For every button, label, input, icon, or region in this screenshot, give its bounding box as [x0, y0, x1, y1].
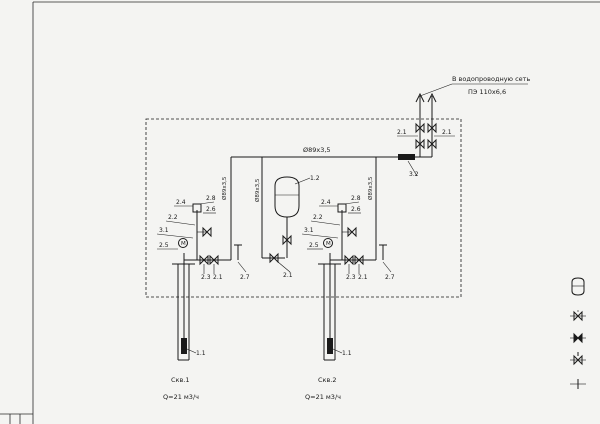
pressure-tank: 1.2 Ø89x3,5 2.1 — [254, 157, 320, 279]
main-pipe: Ø89x3,5 — [231, 146, 398, 158]
well-1: Ø89x3,5 2.7 2.3 2.1 M 2.4 2.8 2.6 2.2 3.… — [156, 157, 250, 401]
well-gauge-valve-label: 2.4 — [176, 199, 186, 206]
well-valve-icon — [354, 254, 364, 266]
legend-valve-icon — [573, 310, 583, 322]
well-valve-a-label: 2.2 — [168, 214, 178, 221]
well-valve-c-label: 2.3 — [346, 274, 356, 281]
well-valve-b-label: 2.6 — [206, 206, 216, 213]
well-valve-icon — [344, 254, 354, 266]
network-connection: 3.2 2.1 2.1 В водопроводную сеть ПЭ 110х… — [397, 75, 530, 178]
motor-symbol: M — [181, 241, 186, 247]
network-valve-icon — [415, 122, 425, 134]
motor-symbol: M — [326, 241, 331, 247]
pump-icon — [181, 338, 187, 354]
well-gauge-label: 2.8 — [206, 195, 216, 202]
well-riser-label: Ø89x3,5 — [221, 176, 228, 200]
well-valve-c-label: 2.3 — [201, 274, 211, 281]
well-valve-d-label: 2.1 — [358, 274, 368, 281]
well-gauge-valve-label: 2.4 — [321, 199, 331, 206]
network-valve-icon — [427, 122, 437, 134]
check-valve-label: 3.2 — [409, 171, 419, 178]
check-valve-icon — [398, 154, 415, 160]
tank-valve-label: 2.1 — [283, 272, 293, 279]
well-valve-icon — [209, 254, 219, 266]
network-pipe: ПЭ 110х6,6 — [468, 88, 506, 96]
pump-icon — [327, 338, 333, 354]
well-pump-label: 1.1 — [342, 350, 352, 357]
legend-gate-valve-icon — [573, 354, 583, 366]
well-valve-a-label: 2.2 — [313, 214, 323, 221]
tank-valve-icon — [282, 234, 292, 246]
well-drain-label: 2.7 — [240, 274, 250, 281]
well-sensor-label: 3.1 — [159, 227, 169, 234]
network-valve-icon — [427, 138, 437, 150]
tank-riser-label: Ø89x3,5 — [254, 178, 261, 202]
well-capacity: Q=21 м3/ч — [305, 393, 341, 401]
well-2: Ø89x3,5 2.7 2.3 2.1 M 2.4 2.8 2.6 2.2 3.… — [301, 157, 395, 401]
network-valve-label: 2.1 — [397, 129, 407, 136]
well-pump-label: 1.1 — [196, 350, 206, 357]
sheet-border — [32, 1, 600, 424]
well-capacity: Q=21 м3/ч — [163, 393, 199, 401]
legend-tank-icon — [571, 277, 585, 296]
well-valve-b-label: 2.6 — [351, 206, 361, 213]
tank-label: 1.2 — [310, 175, 320, 182]
network-title: В водопроводную сеть — [452, 75, 530, 83]
well-name: Скв.2 — [318, 376, 337, 384]
network-valve-label: 2.1 — [442, 129, 452, 136]
well-sensor-label: 3.1 — [304, 227, 314, 234]
title-block-corner — [0, 413, 33, 424]
well-name: Скв.1 — [171, 376, 190, 384]
well-motor-label: 2.5 — [309, 242, 319, 249]
well-riser-label: Ø89x3,5 — [367, 176, 374, 200]
well-gauge-label: 2.8 — [351, 195, 361, 202]
well-motor-label: 2.5 — [159, 242, 169, 249]
well-drain-label: 2.7 — [385, 274, 395, 281]
well-valve-d-label: 2.1 — [213, 274, 223, 281]
legend — [570, 277, 586, 389]
building-boundary — [145, 118, 462, 298]
tank-bottom-valve-icon — [269, 252, 279, 264]
well-valve-icon — [199, 254, 209, 266]
main-pipe-label: Ø89x3,5 — [303, 146, 331, 154]
network-valve-icon — [415, 138, 425, 150]
